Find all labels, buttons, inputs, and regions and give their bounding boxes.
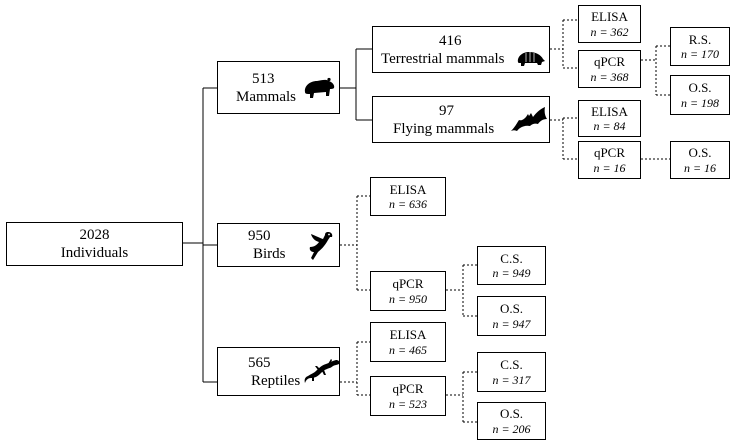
terrestrial-rs-n: n = 170 — [680, 47, 720, 62]
reptiles-label: Reptiles — [251, 372, 301, 389]
bird-qpcr-node: qPCR n = 950 — [370, 271, 446, 311]
terrestrial-mammals-node: 416 Terrestrial mammals — [372, 26, 550, 73]
bird-elisa-node: ELISA n = 636 — [370, 177, 446, 216]
reptile-cs-node: C.S. n = 317 — [477, 352, 546, 392]
reptile-elisa-node: ELISA n = 465 — [370, 322, 446, 362]
reptile-cs-test: C.S. — [500, 357, 523, 372]
flying-elisa-node: ELISA n = 84 — [578, 100, 641, 137]
reptiles-node: 565 Reptiles — [217, 347, 340, 396]
flying-elisa-n: n = 84 — [593, 119, 626, 134]
terrestrial-label: Terrestrial mammals — [381, 50, 505, 67]
birds-node: 950 Birds — [217, 223, 340, 267]
reptiles-count: 565 — [248, 354, 271, 371]
parrot-icon — [309, 232, 333, 260]
bird-cs-n: n = 949 — [492, 266, 531, 281]
terrestrial-count: 416 — [439, 32, 462, 49]
mammals-node: 513 Mammals — [217, 61, 340, 114]
reptile-elisa-test: ELISA — [389, 327, 427, 342]
terrestrial-rs-test: R.S. — [688, 31, 712, 47]
reptile-os-n: n = 206 — [492, 421, 531, 436]
reptile-elisa-n: n = 465 — [388, 342, 428, 357]
bird-elisa-test: ELISA — [389, 181, 427, 197]
flying-qpcr-n: n = 16 — [593, 160, 626, 175]
bat-icon — [511, 107, 547, 131]
terrestrial-qpcr-node: qPCR n = 368 — [578, 50, 641, 88]
birds-label: Birds — [253, 246, 286, 262]
terrestrial-os-node: O.S. n = 198 — [670, 75, 730, 115]
flying-count: 97 — [439, 102, 454, 119]
flying-qpcr-test: qPCR — [593, 145, 626, 160]
bird-cs-test: C.S. — [500, 250, 523, 266]
bird-os-node: O.S. n = 947 — [477, 296, 546, 336]
terrestrial-elisa-n: n = 362 — [590, 24, 629, 39]
reptile-os-node: O.S. n = 206 — [477, 402, 546, 440]
bird-cs-node: C.S. n = 949 — [477, 246, 546, 285]
flying-label: Flying mammals — [393, 120, 495, 137]
terrestrial-qpcr-n: n = 368 — [590, 69, 629, 84]
mammals-label: Mammals — [236, 88, 296, 105]
armadillo-icon — [517, 52, 545, 66]
birds-count: 950 — [248, 228, 271, 244]
terrestrial-qpcr-test: qPCR — [593, 54, 626, 69]
reptile-qpcr-test: qPCR — [392, 381, 424, 396]
flying-os-node: O.S. n = 16 — [670, 141, 730, 179]
root-node: 2028 Individuals — [6, 222, 183, 266]
terrestrial-rs-node: R.S. n = 170 — [670, 27, 730, 66]
root-count: 2028 — [79, 227, 110, 243]
terrestrial-os-test: O.S. — [688, 80, 712, 95]
lizard-icon — [304, 359, 340, 383]
bird-qpcr-n: n = 950 — [388, 291, 428, 306]
reptile-qpcr-n: n = 523 — [388, 396, 428, 411]
flying-qpcr-node: qPCR n = 16 — [578, 141, 641, 179]
bird-qpcr-test: qPCR — [392, 276, 424, 291]
reptile-qpcr-node: qPCR n = 523 — [370, 376, 446, 416]
bird-os-test: O.S. — [499, 301, 524, 316]
flying-os-test: O.S. — [688, 145, 712, 160]
capybara-icon — [304, 77, 335, 98]
bird-os-n: n = 947 — [492, 316, 531, 331]
terrestrial-elisa-test: ELISA — [591, 9, 628, 24]
terrestrial-os-n: n = 198 — [680, 95, 720, 110]
bird-elisa-n: n = 636 — [388, 197, 428, 212]
root-label: Individuals — [60, 245, 129, 261]
reptile-os-test: O.S. — [499, 406, 524, 421]
flying-os-n: n = 16 — [683, 160, 717, 175]
flying-mammals-node: 97 Flying mammals — [372, 96, 550, 143]
flying-elisa-test: ELISA — [591, 103, 628, 119]
terrestrial-elisa-node: ELISA n = 362 — [578, 5, 641, 43]
reptile-cs-n: n = 317 — [492, 372, 531, 387]
mammals-count: 513 — [252, 70, 275, 87]
